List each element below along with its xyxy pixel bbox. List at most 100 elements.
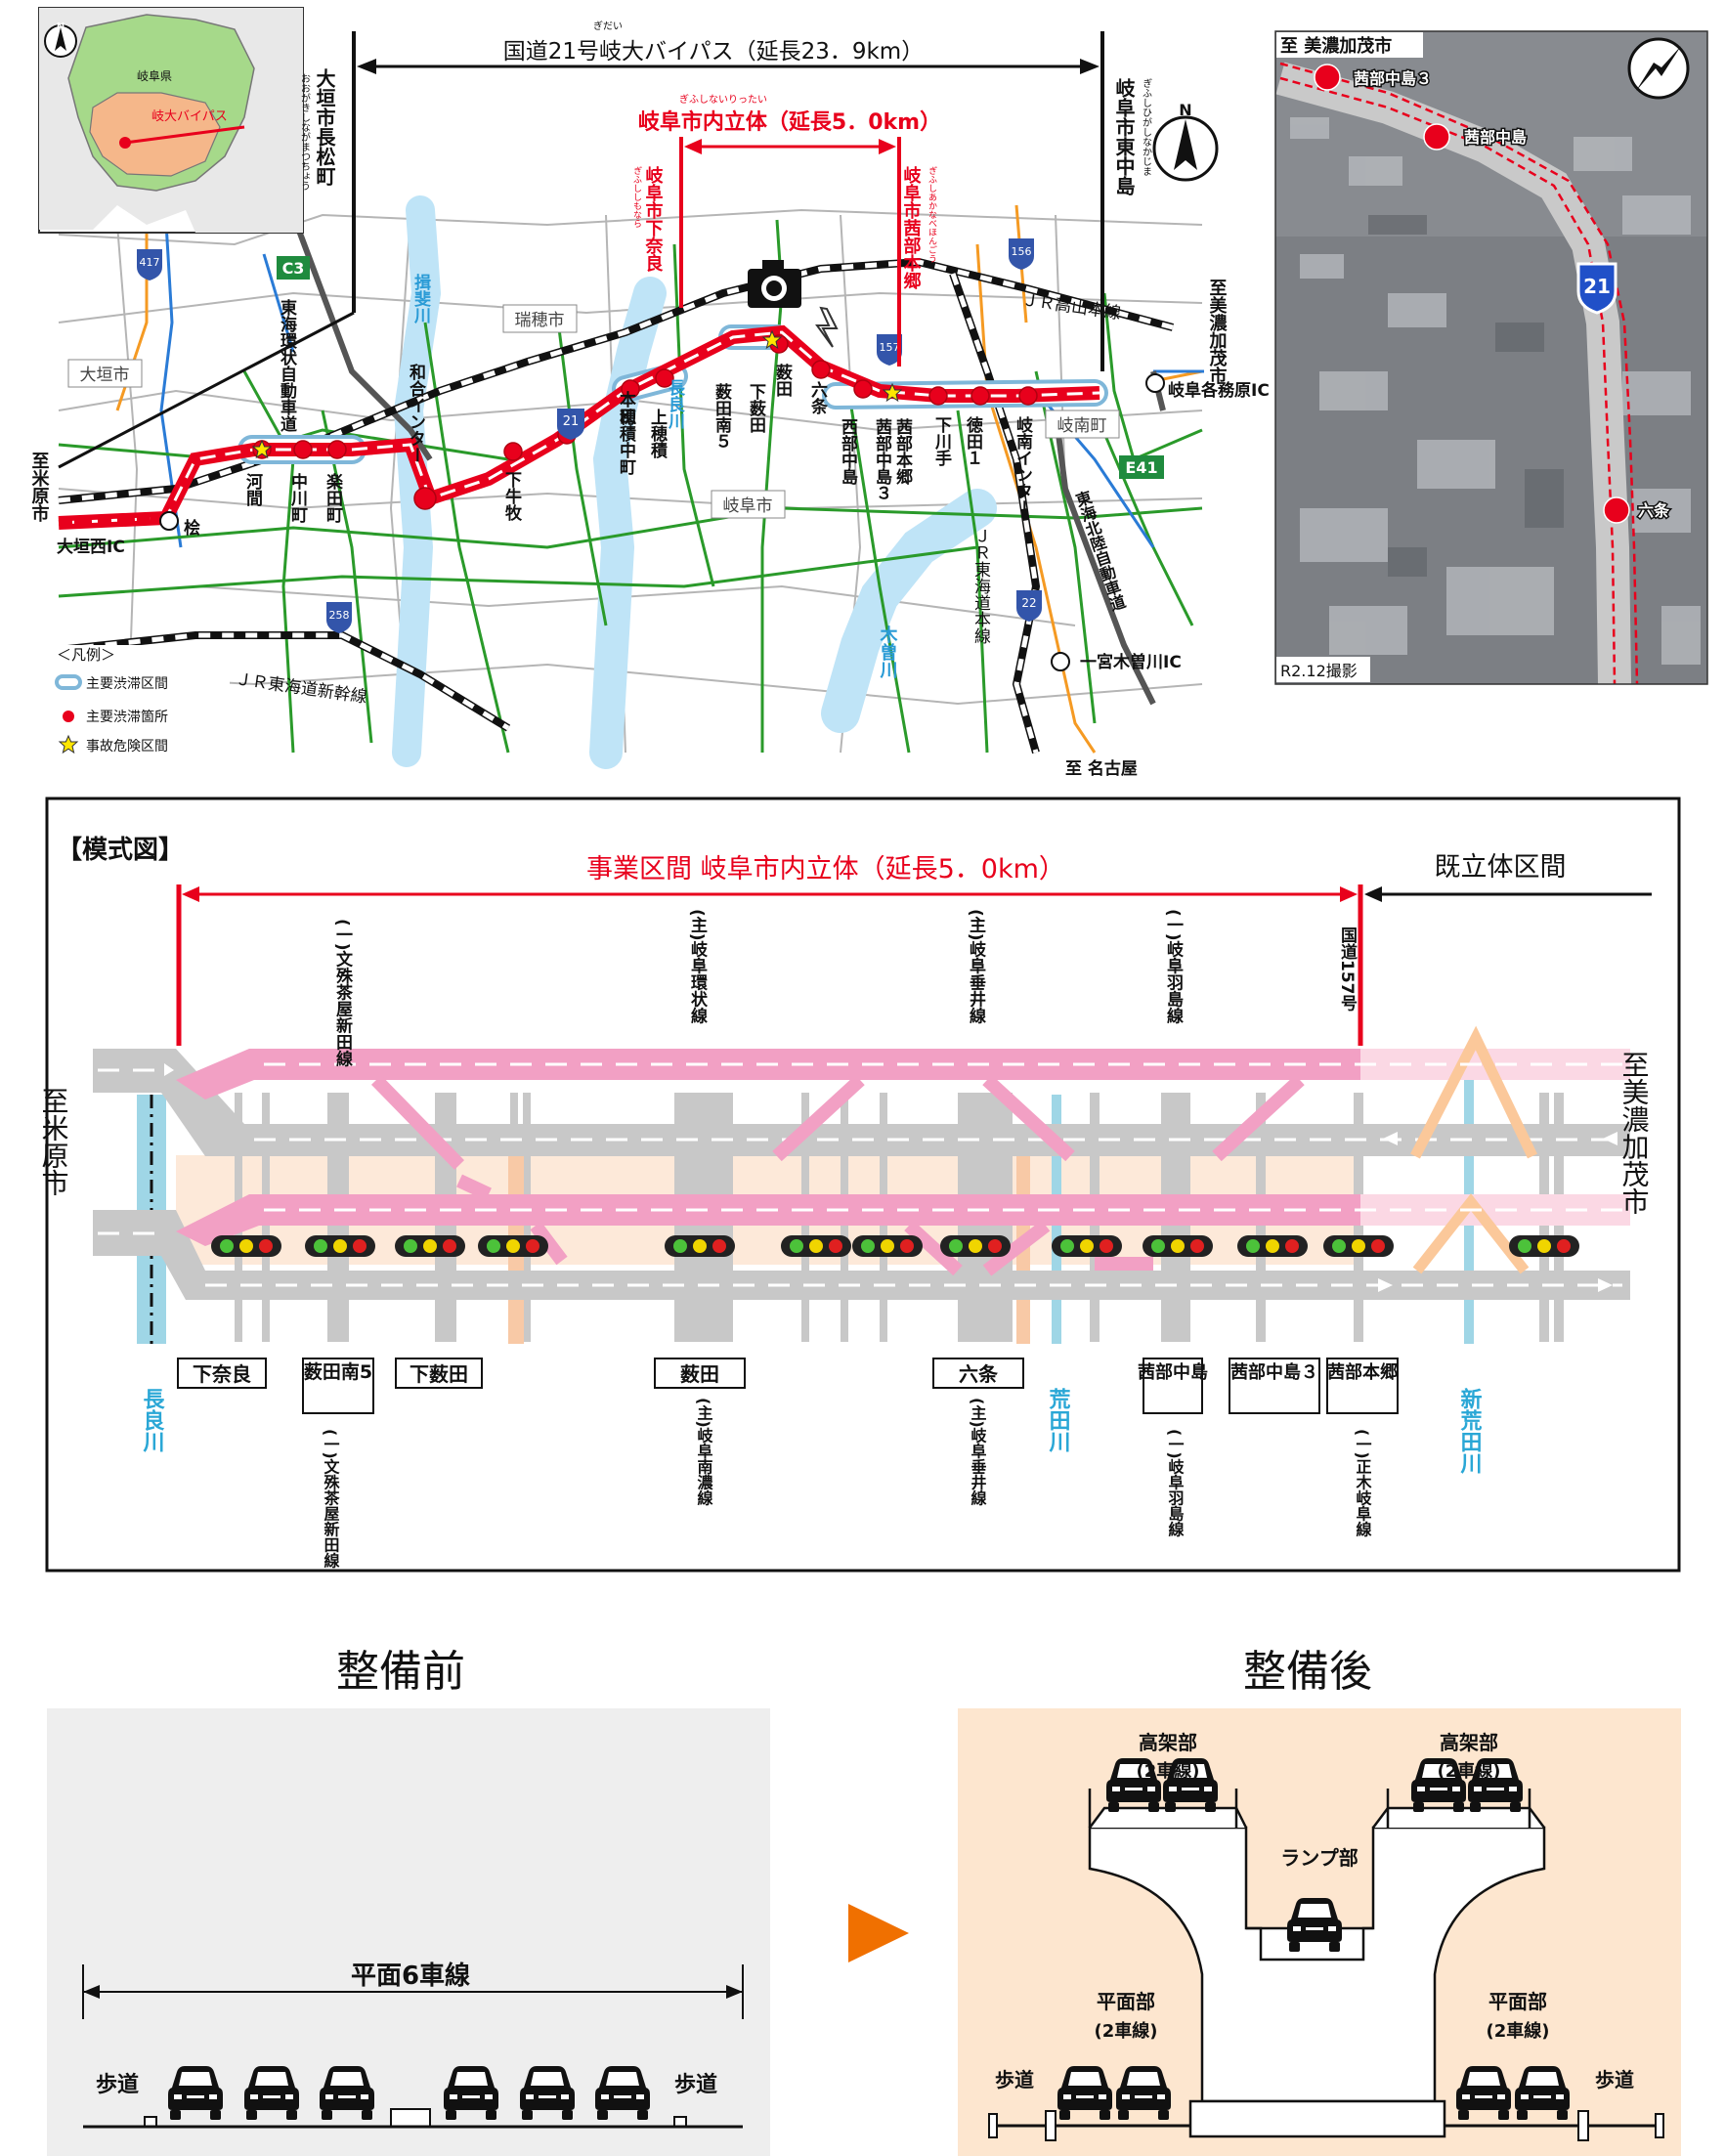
svg-text:六条: 六条: [959, 1362, 999, 1386]
svg-text:(一)正木岐阜線: (一)正木岐阜線: [1354, 1429, 1373, 1538]
svg-text:上穂積: 上穂積: [647, 409, 668, 459]
svg-text:ランプ部: ランプ部: [1280, 1846, 1358, 1870]
svg-text:六条: 六条: [1638, 501, 1670, 520]
svg-text:ぎだい: ぎだい: [593, 20, 623, 32]
svg-text:茜部中島３: 茜部中島３: [1354, 69, 1432, 88]
svg-text:157: 157: [880, 341, 900, 354]
svg-text:(2車線): (2車線): [1095, 2020, 1158, 2042]
congestion-points: [252, 334, 1038, 510]
svg-text:至米原市: 至米原市: [29, 452, 50, 523]
svg-text:主要渋滞区間: 主要渋滞区間: [86, 676, 168, 692]
svg-text:下牛牧: 下牛牧: [501, 471, 522, 522]
svg-text:揖斐川: 揖斐川: [410, 273, 432, 324]
svg-text:薮田: 薮田: [772, 364, 793, 397]
svg-text:楽田町: 楽田町: [323, 472, 343, 524]
svg-text:瑞穂市: 瑞穂市: [515, 311, 565, 330]
svg-text:既立体区間: 既立体区間: [1435, 852, 1567, 883]
city-labels: 大垣市 瑞穂市 岐阜市 岐南町: [67, 304, 1120, 519]
elevated-roads: [176, 1049, 1360, 1246]
svg-text:歩道: 歩道: [96, 2072, 139, 2097]
svg-text:岐大バイパス: 岐大バイパス: [151, 109, 228, 124]
svg-text:N: N: [1179, 101, 1191, 119]
route-shields: 417 C3 21 156 157 258 22 E41: [137, 238, 1164, 633]
svg-text:薮田: 薮田: [680, 1362, 719, 1386]
svg-text:岐阜県: 岐阜県: [137, 69, 172, 83]
svg-text:高架部: 高架部: [1440, 1731, 1498, 1754]
svg-text:穂積中町: 穂積中町: [616, 408, 636, 476]
svg-text:ぎふししもなら: ぎふししもなら: [631, 165, 642, 228]
svg-text:西部中島: 西部中島: [838, 418, 858, 486]
svg-text:至美濃加茂市: 至美濃加茂市: [1618, 1051, 1651, 1215]
camera-icon: [748, 260, 801, 308]
ramps: [370, 1074, 1305, 1276]
svg-text:至米原市: 至米原市: [38, 1087, 70, 1196]
svg-text:156: 156: [1012, 245, 1032, 258]
svg-text:歩道: 歩道: [674, 2072, 717, 2097]
inset-map: 岐阜県 岐大バイパス N: [38, 7, 304, 234]
svg-text:21: 21: [563, 414, 580, 429]
svg-text:(一)文殊茶屋新田線: (一)文殊茶屋新田線: [322, 1429, 341, 1570]
svg-text:(一)文殊茶屋新田線: (一)文殊茶屋新田線: [332, 919, 353, 1067]
svg-text:E41: E41: [1125, 458, 1157, 477]
svg-text:岐阜市: 岐阜市: [723, 496, 773, 516]
aerial-photo: 至 美濃加茂市 茜部中島３ 茜部中島 六条 21 R2.12撮影: [1274, 30, 1708, 685]
svg-text:258: 258: [329, 609, 350, 622]
svg-text:岐南町: 岐南町: [1057, 416, 1107, 436]
svg-text:下奈良: 下奈良: [193, 1362, 251, 1386]
svg-text:整備後: 整備後: [1243, 1647, 1372, 1697]
svg-text:【模式図】: 【模式図】: [57, 836, 184, 865]
svg-text:平面部: 平面部: [1097, 1990, 1155, 2013]
svg-text:平面6車線: 平面6車線: [351, 1961, 470, 1991]
svg-text:桧: 桧: [184, 518, 200, 539]
cross-section-before: 整備前 平面6車線 歩道 歩道: [47, 1647, 770, 2156]
svg-text:21: 21: [1583, 275, 1611, 298]
svg-text:河間: 河間: [242, 473, 263, 507]
svg-text:おおがきしながまつちょう: おおがきしながまつちょう: [299, 73, 311, 191]
transition-arrow-icon: [848, 1904, 909, 1962]
svg-text:N: N: [57, 22, 65, 32]
svg-text:(一)岐阜羽島線: (一)岐阜羽島線: [1163, 909, 1184, 1024]
traffic-signals: [211, 1235, 1579, 1257]
svg-text:岐阜市内立体（延長5．0km）: 岐阜市内立体（延長5．0km）: [638, 109, 941, 135]
svg-text:ぎふしあかなべほんごう: ぎふしあかなべほんごう: [927, 165, 937, 263]
svg-text:東海環状自動車道: 東海環状自動車道: [277, 298, 297, 432]
svg-text:岐阜市東中島: 岐阜市東中島: [1112, 77, 1136, 195]
svg-text:(2車線): (2車線): [1137, 1760, 1200, 1782]
svg-text:大垣西IC: 大垣西IC: [57, 537, 125, 557]
schematic-diagram: 【模式図】: [38, 797, 1681, 1573]
svg-text:(一)岐阜羽島線: (一)岐阜羽島線: [1166, 1429, 1185, 1538]
svg-text:平面部: 平面部: [1488, 1990, 1547, 2013]
svg-text:(主)岐阜垂井線: (主)岐阜垂井線: [969, 1398, 987, 1507]
svg-text:茜部中島３: 茜部中島３: [1230, 1361, 1318, 1383]
svg-text:岐南インター: 岐南インター: [1013, 415, 1033, 516]
svg-text:下薮田: 下薮田: [746, 383, 766, 433]
svg-text:22: 22: [1021, 596, 1036, 610]
svg-text:茜部本郷: 茜部本郷: [1327, 1361, 1398, 1383]
svg-text:荒田川: 荒田川: [1046, 1388, 1072, 1452]
svg-text:下薮田: 下薮田: [410, 1362, 468, 1386]
svg-text:木曽川: 木曽川: [878, 625, 899, 679]
svg-text:高架部: 高架部: [1139, 1731, 1197, 1754]
svg-text:薮田南５: 薮田南５: [712, 383, 732, 450]
svg-text:薮田南5: 薮田南5: [304, 1360, 372, 1383]
svg-text:417: 417: [140, 256, 160, 269]
svg-text:(主)岐阜南濃線: (主)岐阜南濃線: [695, 1398, 713, 1507]
svg-text:(2車線): (2車線): [1487, 2020, 1550, 2042]
svg-text:大垣市長松町: 大垣市長松町: [313, 68, 336, 186]
intersection-labels: 下奈良 薮田南5 下薮田 薮田 六条 茜部中島 茜部中島３ 茜部本郷: [177, 1358, 1399, 1414]
svg-text:下川手: 下川手: [931, 416, 953, 467]
svg-text:新荒田川: 新荒田川: [1457, 1387, 1484, 1474]
svg-text:六条: 六条: [807, 380, 829, 415]
svg-text:国道157号: 国道157号: [1337, 927, 1358, 1012]
svg-text:中川町: 中川町: [287, 472, 309, 524]
svg-text:茜部中島: 茜部中島: [1464, 128, 1527, 147]
route-map: 417 C3 21 156 157 258 22 E41 大垣市 瑞穂市 岐阜市: [29, 7, 1270, 779]
cross-section-after: 整備後 高架部 (2車線) 高架部 (2車線) ランプ部 平面部 (2車線) 平…: [958, 1647, 1681, 2156]
svg-text:大垣市: 大垣市: [80, 366, 130, 385]
svg-text:整備前: 整備前: [336, 1647, 465, 1697]
svg-text:国道21号岐大バイパス（延長23．9km）: 国道21号岐大バイパス（延長23．9km）: [503, 39, 924, 65]
svg-text:(2車線): (2車線): [1438, 1760, 1501, 1782]
route-extents: 国道21号岐大バイパス（延長23．9km） ぎだい 大垣市長松町 おおがきしなが…: [58, 20, 1152, 469]
svg-text:長良川: 長良川: [140, 1388, 166, 1452]
